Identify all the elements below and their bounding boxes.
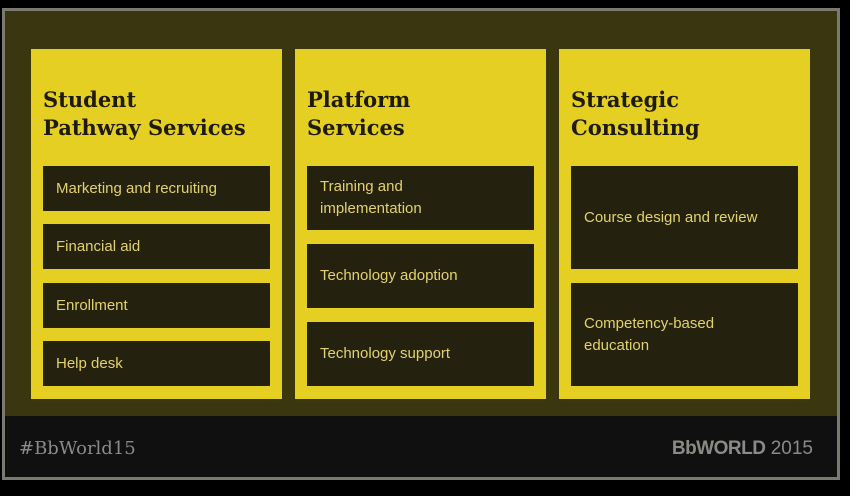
column-student-pathway-services: Student Pathway Services Marketing and r… [31, 49, 282, 399]
service-item: Technology adoption [307, 244, 534, 308]
column-title: Platform Services [307, 87, 411, 140]
hashtag: #BbWorld15 [19, 438, 136, 459]
service-item: Financial aid [43, 224, 270, 269]
service-item: Training and implementation [307, 166, 534, 230]
service-item: Marketing and recruiting [43, 166, 270, 211]
column-strategic-consulting: Strategic Consulting Course design and r… [559, 49, 810, 399]
service-item: Technology support [307, 322, 534, 386]
service-item: Help desk [43, 341, 270, 386]
logo-year: 2015 [770, 438, 813, 459]
bbworld-logo: BbWORLD 2015 [672, 438, 813, 460]
service-item: Course design and review [571, 166, 798, 269]
column-title: Student Pathway Services [43, 87, 246, 140]
service-item: Competency-based education [571, 283, 798, 386]
column-title: Strategic Consulting [571, 87, 700, 140]
logo-brand: BbWORLD [671, 438, 766, 459]
slide: Student Pathway Services Marketing and r… [2, 8, 840, 480]
service-item: Enrollment [43, 283, 270, 328]
footer: #BbWorld15 BbWORLD 2015 [5, 416, 837, 477]
column-platform-services: Platform Services Training and implement… [295, 49, 546, 399]
